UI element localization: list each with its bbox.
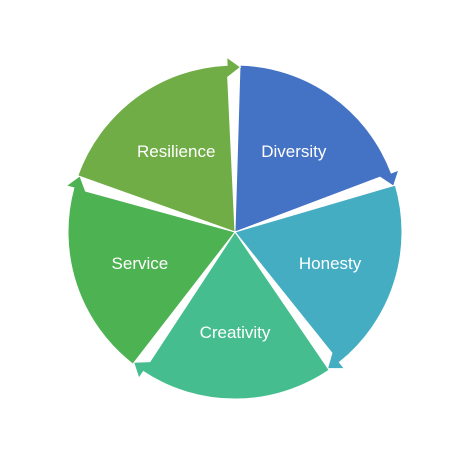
segment-diversity xyxy=(234,64,400,233)
segment-service xyxy=(65,175,236,365)
segment-label-resilience: Resilience xyxy=(137,142,215,161)
segment-label-creativity: Creativity xyxy=(200,323,271,342)
segment-resilience xyxy=(77,56,242,233)
segments-layer xyxy=(65,56,403,400)
segment-label-service: Service xyxy=(112,254,169,273)
segment-label-honesty: Honesty xyxy=(299,254,362,273)
segment-label-diversity: Diversity xyxy=(261,142,327,161)
segment-creativity xyxy=(132,231,330,400)
segment-honesty xyxy=(234,184,403,370)
